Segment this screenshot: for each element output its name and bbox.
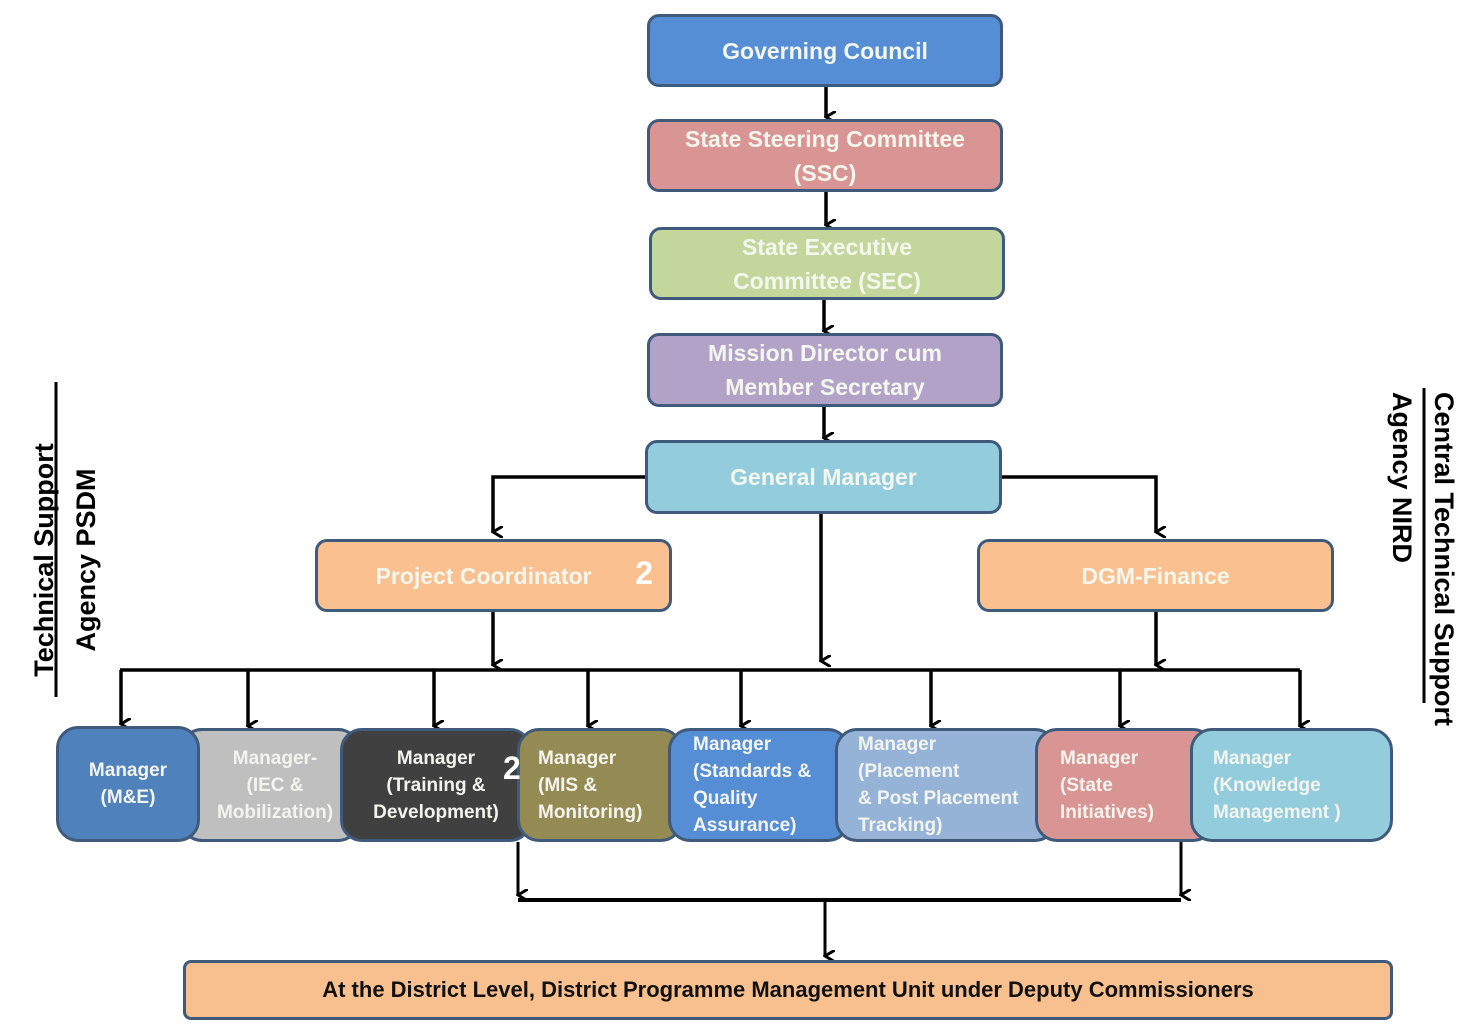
manager-standards-line3: Quality: [693, 788, 758, 809]
left-side-label-line2: Agency PSDM: [71, 468, 101, 652]
general-manager-label: General Manager: [730, 464, 917, 490]
ssc-label-line1: State Steering Committee: [685, 125, 965, 152]
manager-iec-mobilization[interactable]: Manager- (IEC & Mobilization): [180, 728, 360, 842]
manager-placement-tracking[interactable]: Manager (Placement & Post Placement Trac…: [835, 728, 1057, 842]
left-side-label: Technical Support Agency PSDM: [25, 390, 105, 730]
left-side-label-line1: Technical Support: [29, 443, 59, 677]
manager-mis-line1: Manager: [538, 747, 617, 769]
right-side-label-line1: Central Technical Support: [1429, 392, 1459, 727]
manager-placement-line3: & Post Placement: [858, 788, 1019, 809]
manager-me-line1: Manager: [88, 760, 168, 781]
manager-standards-line1: Manager: [693, 734, 772, 755]
manager-state-line2: (State: [1060, 774, 1113, 796]
manager-state-initiatives[interactable]: Manager (State Initiatives): [1035, 728, 1215, 842]
manager-standards-line4: Assurance): [693, 815, 797, 836]
sec-label-line1: State Executive: [741, 233, 913, 260]
district-unit-label: At the District Level, District Programm…: [322, 977, 1254, 1002]
manager-training-line2: (Training &: [386, 774, 486, 796]
right-side-label-line2: Agency NIRD: [1387, 392, 1417, 564]
governing-council-node[interactable]: Governing Council: [647, 14, 1003, 87]
dgm-finance-node[interactable]: DGM-Finance: [977, 539, 1334, 612]
manager-knowledge-line1: Manager: [1213, 747, 1292, 769]
manager-standards-quality[interactable]: Manager (Standards & Quality Assurance): [668, 728, 850, 842]
project-coordinator-node[interactable]: Project Coordinator 2: [315, 539, 672, 612]
manager-placement-line4: Tracking): [858, 815, 943, 836]
manager-mis-monitoring[interactable]: Manager (MIS & Monitoring): [517, 728, 683, 842]
project-coordinator-label: Project Coordinator: [375, 562, 592, 589]
governing-council-label: Governing Council: [722, 37, 928, 64]
edge-gm-pc: [493, 475, 646, 532]
district-unit-node[interactable]: At the District Level, District Programm…: [183, 960, 1393, 1020]
sec-node[interactable]: State Executive Committee (SEC): [649, 227, 1005, 300]
ssc-node[interactable]: State Steering Committee (SSC): [647, 119, 1003, 192]
manager-training-development[interactable]: Manager (Training & Development): [340, 728, 532, 842]
manager-knowledge-line2: (Knowledge: [1213, 774, 1321, 796]
manager-knowledge-management[interactable]: Manager (Knowledge Management ): [1190, 728, 1393, 842]
general-manager-node[interactable]: General Manager: [645, 440, 1002, 514]
right-side-label: Central Technical Support Agency NIRD: [1383, 392, 1463, 742]
manager-state-line3: Initiatives): [1060, 801, 1154, 823]
manager-training-line1: Manager: [396, 747, 476, 769]
manager-placement-line2: (Placement: [858, 761, 960, 782]
manager-training-line3: Development): [373, 801, 499, 823]
dgm-finance-label: DGM-Finance: [1081, 562, 1230, 589]
sec-label-line2: Committee (SEC): [733, 267, 921, 294]
manager-standards-line2: (Standards &: [693, 761, 812, 782]
manager-training-count: 2: [503, 750, 521, 786]
manager-mis-line2: (MIS &: [538, 774, 598, 796]
manager-iec-line2: (IEC &: [246, 774, 304, 796]
mission-director-label-line1: Mission Director cum: [708, 340, 942, 366]
manager-mis-line3: Monitoring): [538, 801, 643, 823]
edge-gm-dgm: [1001, 475, 1156, 532]
project-coordinator-count: 2: [635, 555, 653, 591]
manager-iec-line3: Mobilization): [216, 801, 334, 823]
mission-director-label-line2: Member Secretary: [725, 374, 925, 400]
manager-iec-line1: Manager-: [232, 747, 318, 769]
manager-placement-line1: Manager: [858, 734, 937, 755]
manager-me-box[interactable]: Manager (M&E): [56, 726, 200, 842]
mission-director-node[interactable]: Mission Director cum Member Secretary: [647, 333, 1003, 407]
manager-state-line1: Manager: [1060, 747, 1139, 769]
manager-knowledge-line3: Management ): [1213, 801, 1341, 823]
manager-me-line2: (M&E): [100, 787, 156, 808]
ssc-label-line2: (SSC): [793, 159, 857, 186]
